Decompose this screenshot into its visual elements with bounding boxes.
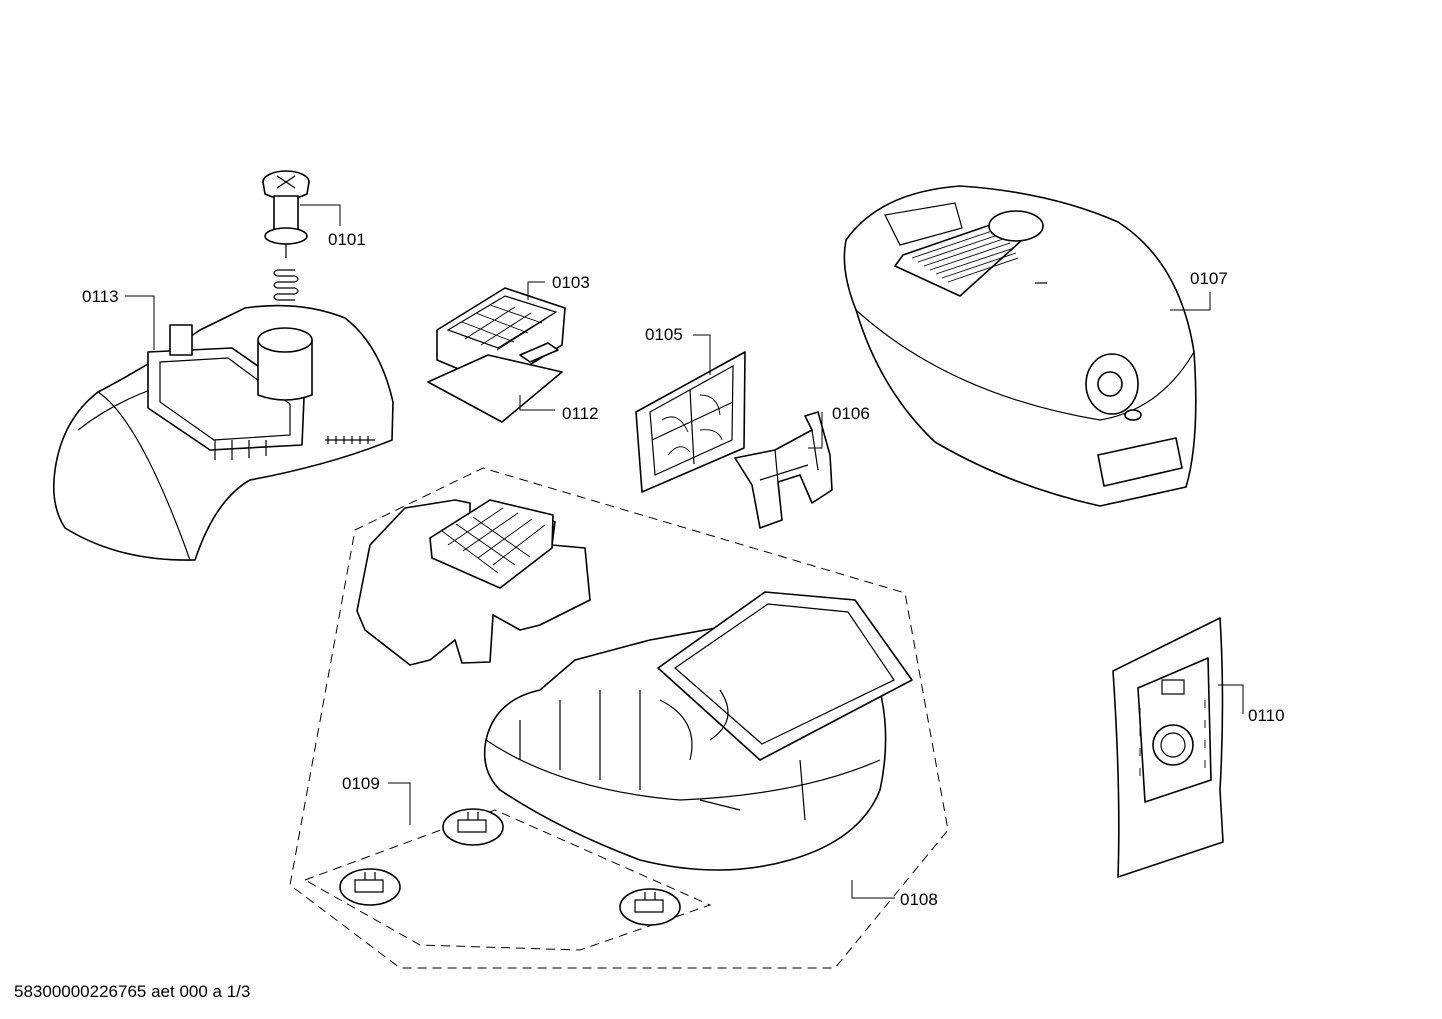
callout-0103: 0103 <box>552 273 590 292</box>
part-0109-wheels <box>303 808 712 951</box>
part-0107-top-housing <box>843 185 1197 507</box>
callout-0107: 0107 <box>1190 269 1228 288</box>
callout-labels: 0101 0113 0103 0112 0105 0106 0107 0110 … <box>82 230 1285 909</box>
callout-0108: 0108 <box>900 890 938 909</box>
part-0113-rear-housing <box>52 304 394 561</box>
document-code: 58300000226765 aet 000 a 1/3 <box>14 982 250 1001</box>
part-0108-base-assembly <box>289 467 949 969</box>
part-0103-exhaust-filter <box>436 287 566 386</box>
part-0112-filter-pad <box>427 354 563 423</box>
callout-0105: 0105 <box>645 325 683 344</box>
part-0101-knob <box>262 170 310 301</box>
part-0106-bag-clip <box>734 411 833 529</box>
part-0105-bag-holder <box>635 351 746 493</box>
callout-0101: 0101 <box>328 230 366 249</box>
callout-0106: 0106 <box>832 404 870 423</box>
part-0110-dust-bag <box>1112 617 1224 878</box>
callout-0109: 0109 <box>342 774 380 793</box>
leader-lines <box>125 204 1244 899</box>
callout-0113: 0113 <box>82 287 119 306</box>
callout-0112: 0112 <box>562 404 599 423</box>
callout-0110: 0110 <box>1248 706 1285 725</box>
